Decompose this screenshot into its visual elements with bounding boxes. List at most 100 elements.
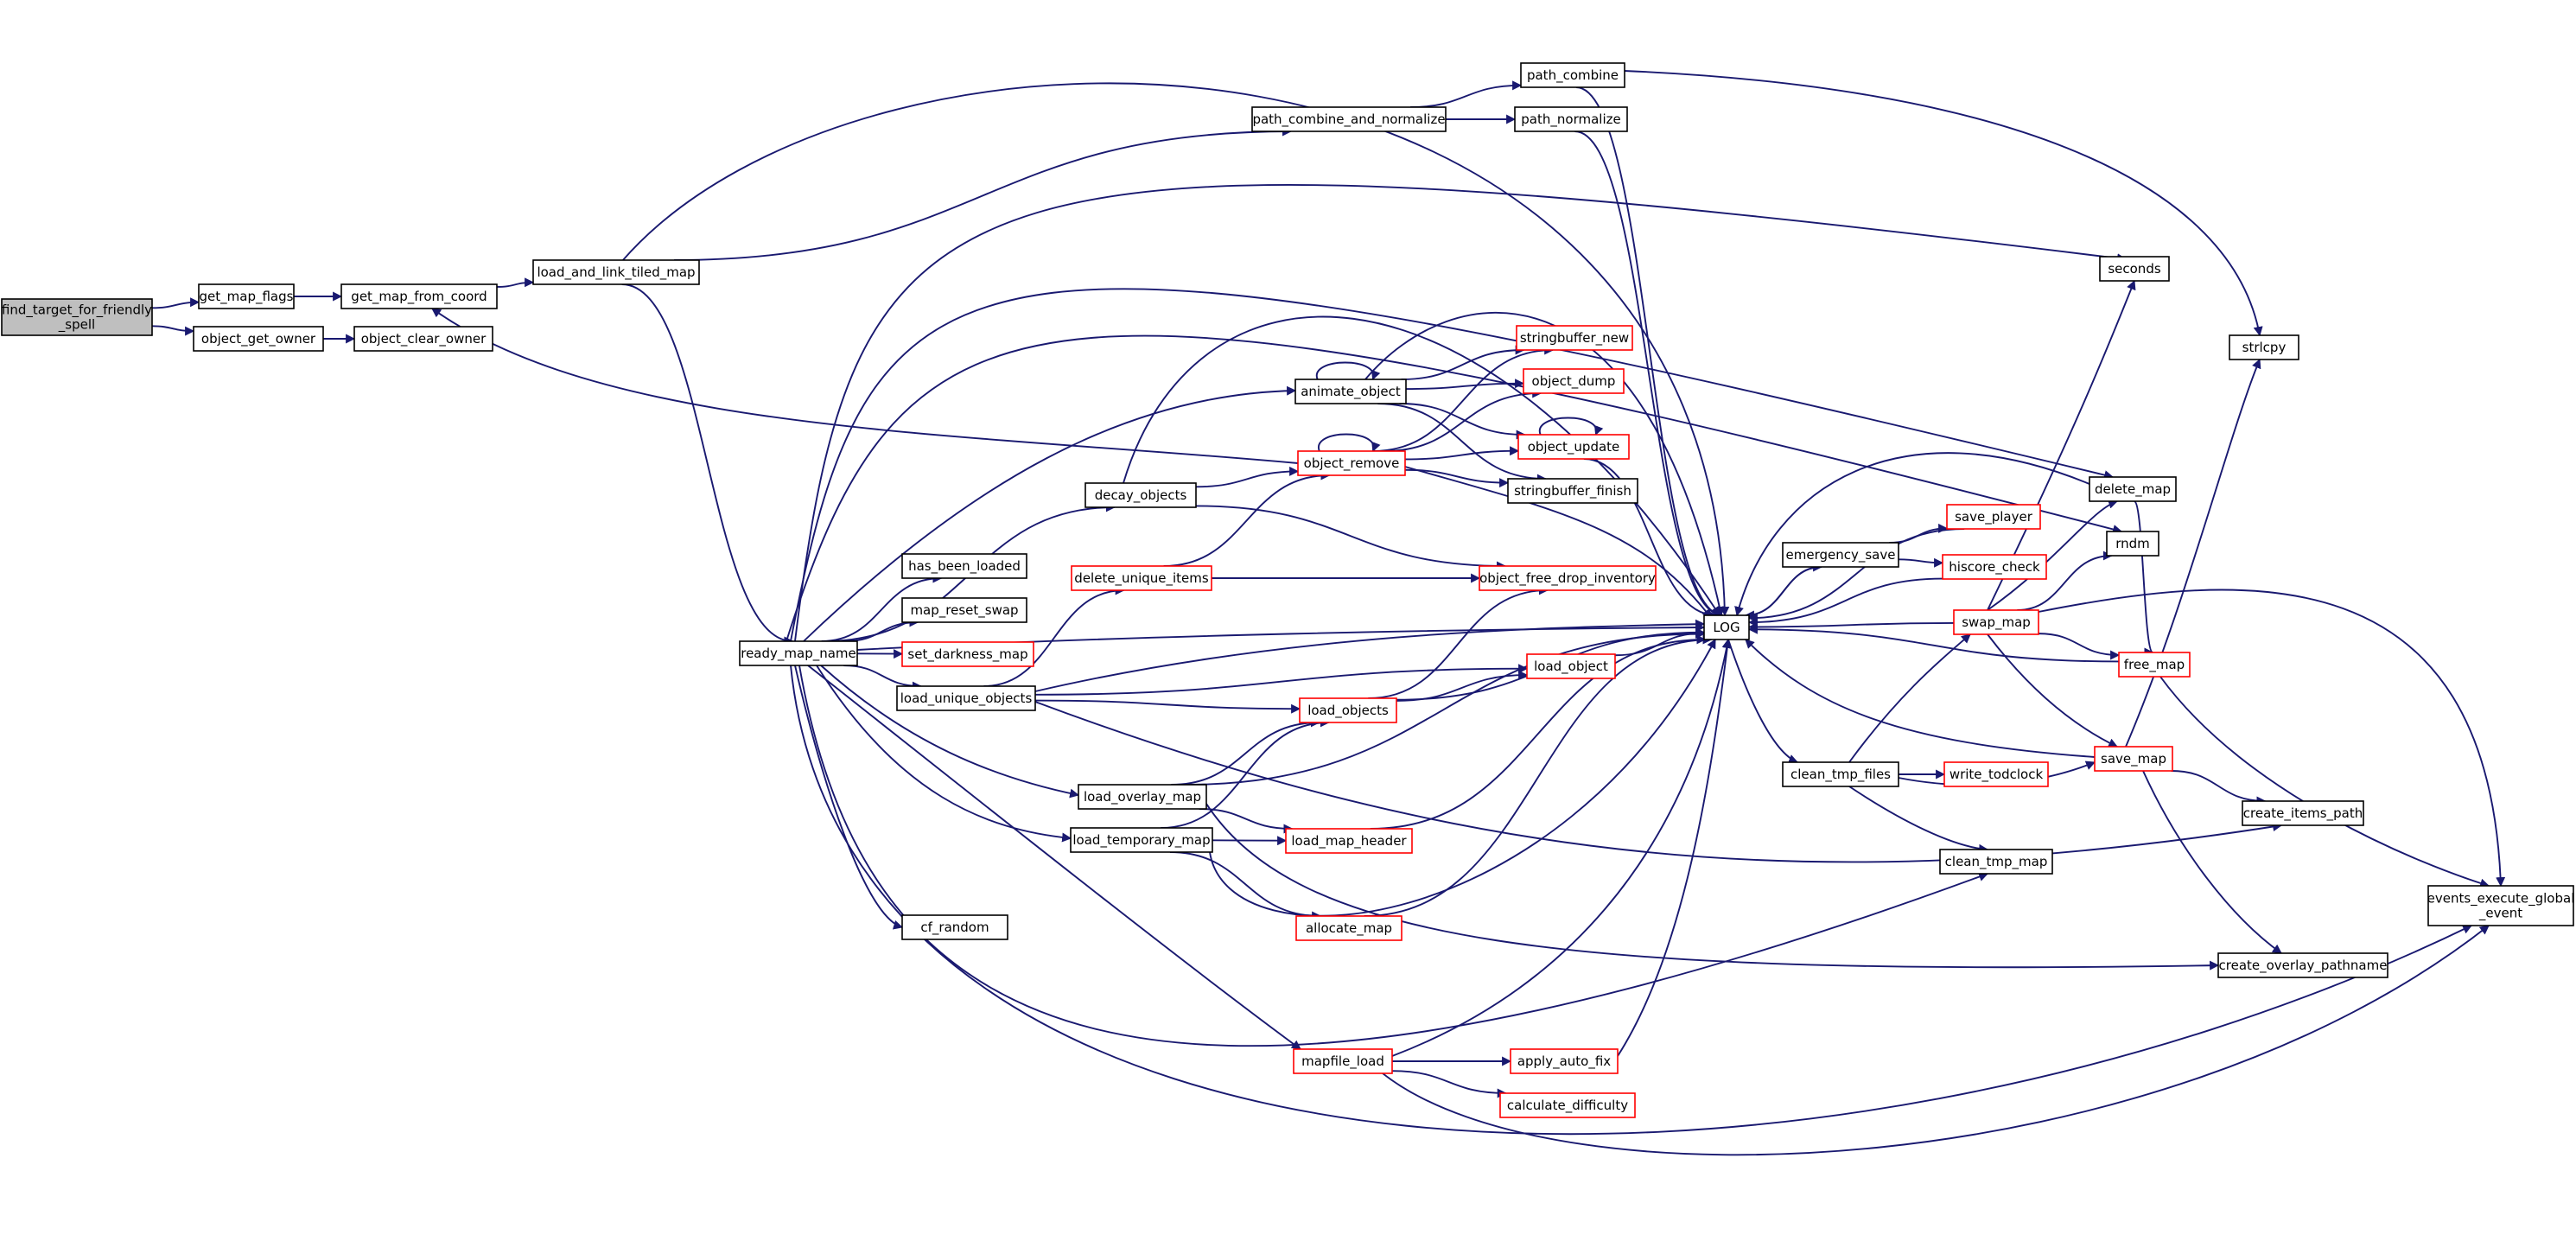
node-load-object[interactable]: load_object: [1526, 653, 1616, 679]
node-ready-map-name[interactable]: ready_map_name: [739, 640, 858, 666]
node-box[interactable]: [1295, 915, 1402, 941]
node-box[interactable]: [2099, 256, 2170, 282]
node-get-map-flags[interactable]: get_map_flags: [198, 283, 295, 309]
node-clean-tmp-map[interactable]: clean_tmp_map: [1939, 849, 2053, 875]
node-box[interactable]: [901, 597, 1027, 623]
node-save-map[interactable]: save_map: [2094, 746, 2173, 772]
node-box[interactable]: [1782, 542, 1899, 568]
node-box[interactable]: [1297, 450, 1406, 476]
node-box[interactable]: [1507, 478, 1638, 504]
node-animate-object[interactable]: animate_object: [1294, 379, 1407, 404]
node-box[interactable]: [2229, 334, 2299, 360]
node-find-target-for-friendly-spell[interactable]: find_target_for_friendly_spell: [1, 298, 153, 336]
node-box[interactable]: [1071, 565, 1212, 591]
node-load-temporary-map[interactable]: load_temporary_map: [1070, 827, 1213, 853]
node-set-darkness-map[interactable]: set_darkness_map: [901, 641, 1034, 667]
node-box[interactable]: [901, 914, 1008, 940]
node-box[interactable]: [193, 326, 324, 352]
node-box[interactable]: [1251, 106, 1447, 132]
node-box[interactable]: [1510, 1048, 1619, 1074]
node-box[interactable]: [2094, 746, 2173, 772]
node-events-execute-global-event[interactable]: events_execute_global_event: [2427, 885, 2575, 926]
node-box[interactable]: [1294, 379, 1407, 404]
node-load-and-link-tiled-map[interactable]: load_and_link_tiled_map: [532, 259, 700, 285]
node-box[interactable]: [1523, 368, 1625, 394]
node-create-items-path[interactable]: create_items_path: [2242, 800, 2364, 826]
node-box[interactable]: [1070, 827, 1213, 853]
node-cf-random[interactable]: cf_random: [901, 914, 1008, 940]
node-calculate-difficulty[interactable]: calculate_difficulty: [1499, 1092, 1636, 1118]
node-box[interactable]: [1520, 62, 1625, 88]
node-box[interactable]: [2106, 531, 2159, 557]
node-mapfile-load[interactable]: mapfile_load: [1293, 1048, 1393, 1074]
node-box[interactable]: [1299, 697, 1397, 723]
node-load-unique-objects[interactable]: load_unique_objects: [896, 685, 1036, 711]
node-load-overlay-map[interactable]: load_overlay_map: [1078, 784, 1207, 810]
node-strlcpy[interactable]: strlcpy: [2229, 334, 2299, 360]
node-box[interactable]: [1939, 849, 2053, 875]
node-object-remove[interactable]: object_remove: [1297, 450, 1406, 476]
node-rndm[interactable]: rndm: [2106, 531, 2159, 557]
node-decay-objects[interactable]: decay_objects: [1084, 482, 1197, 508]
node-load-objects[interactable]: load_objects: [1299, 697, 1397, 723]
node-LOG[interactable]: LOG: [1703, 614, 1750, 640]
node-path-combine[interactable]: path_combine: [1520, 62, 1625, 88]
node-box[interactable]: [532, 259, 700, 285]
node-box[interactable]: [1703, 614, 1750, 640]
node-box[interactable]: [1514, 106, 1628, 132]
node-box[interactable]: [1782, 761, 1899, 787]
node-stringbuffer-finish[interactable]: stringbuffer_finish: [1507, 478, 1638, 504]
node-delete-unique-items[interactable]: delete_unique_items: [1071, 565, 1212, 591]
node-clean-tmp-files[interactable]: clean_tmp_files: [1782, 761, 1899, 787]
node-object-update[interactable]: object_update: [1517, 434, 1630, 460]
node-box[interactable]: [353, 326, 493, 352]
node-box[interactable]: [1946, 504, 2041, 530]
node-box[interactable]: [1499, 1092, 1636, 1118]
node-box[interactable]: [1517, 434, 1630, 460]
node-box[interactable]: [1479, 565, 1657, 591]
node-has-been-loaded[interactable]: has_been_loaded: [901, 553, 1027, 579]
node-box[interactable]: [2427, 885, 2574, 926]
node-box[interactable]: [1, 298, 153, 336]
node-path-normalize[interactable]: path_normalize: [1514, 106, 1628, 132]
node-object-clear-owner[interactable]: object_clear_owner: [353, 326, 493, 352]
node-path-combine-and-normalize[interactable]: path_combine_and_normalize: [1251, 106, 1447, 132]
node-box[interactable]: [901, 641, 1034, 667]
node-apply-auto-fix[interactable]: apply_auto_fix: [1510, 1048, 1619, 1074]
node-box[interactable]: [198, 283, 295, 309]
node-box[interactable]: [2089, 476, 2177, 502]
node-box[interactable]: [1084, 482, 1197, 508]
node-box[interactable]: [1943, 761, 2049, 787]
node-write-todclock[interactable]: write_todclock: [1943, 761, 2049, 787]
node-get-map-from-coord[interactable]: get_map_from_coord: [340, 283, 498, 309]
node-object-dump[interactable]: object_dump: [1523, 368, 1625, 394]
node-save-player[interactable]: save_player: [1946, 504, 2041, 530]
node-box[interactable]: [739, 640, 858, 666]
node-box[interactable]: [1526, 653, 1616, 679]
node-object-get-owner[interactable]: object_get_owner: [193, 326, 324, 352]
node-map-reset-swap[interactable]: map_reset_swap: [901, 597, 1027, 623]
node-stringbuffer-new[interactable]: stringbuffer_new: [1516, 325, 1633, 351]
node-box[interactable]: [340, 283, 498, 309]
node-box[interactable]: [1293, 1048, 1393, 1074]
node-box[interactable]: [901, 553, 1027, 579]
node-box[interactable]: [2242, 800, 2364, 826]
node-hiscore-check[interactable]: hiscore_check: [1942, 554, 2047, 580]
node-delete-map[interactable]: delete_map: [2089, 476, 2177, 502]
node-box[interactable]: [896, 685, 1036, 711]
node-box[interactable]: [2217, 952, 2388, 978]
node-swap-map[interactable]: swap_map: [1953, 609, 2039, 635]
node-allocate-map[interactable]: allocate_map: [1295, 915, 1402, 941]
node-load-map-header[interactable]: load_map_header: [1285, 828, 1413, 854]
node-box[interactable]: [1516, 325, 1633, 351]
node-box[interactable]: [1953, 609, 2039, 635]
node-emergency-save[interactable]: emergency_save: [1782, 542, 1899, 568]
node-create-overlay-pathname[interactable]: create_overlay_pathname: [2217, 952, 2388, 978]
node-box[interactable]: [2118, 652, 2191, 678]
node-box[interactable]: [1285, 828, 1413, 854]
node-box[interactable]: [1942, 554, 2047, 580]
node-box[interactable]: [1078, 784, 1207, 810]
node-seconds[interactable]: seconds: [2099, 256, 2170, 282]
node-free-map[interactable]: free_map: [2118, 652, 2191, 678]
node-object-free-drop-inventory[interactable]: object_free_drop_inventory: [1479, 565, 1657, 591]
